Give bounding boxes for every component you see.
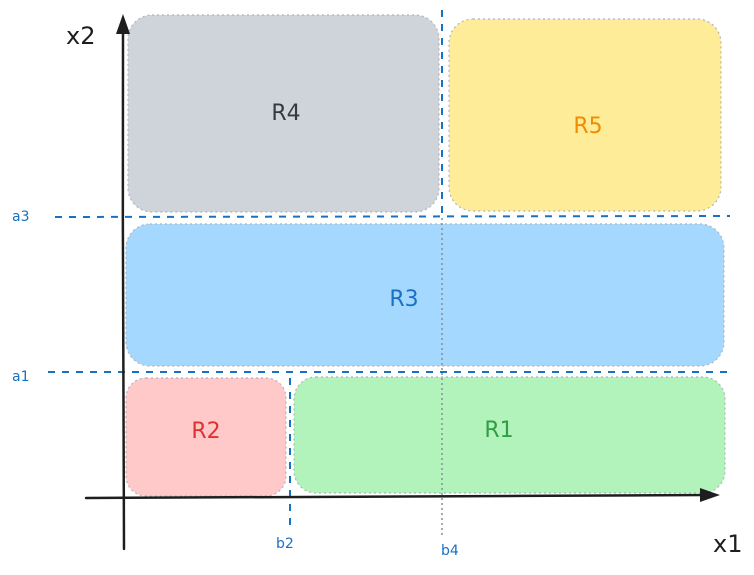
region-r5: R5: [448, 18, 722, 212]
y-axis-arrowhead: [116, 14, 130, 34]
region-r5-label: R5: [573, 114, 602, 139]
y-axis-title: x2: [66, 22, 95, 50]
x-axis-title: x1: [713, 530, 742, 558]
region-r1: R1: [293, 376, 726, 494]
threshold-label-b4: b4: [441, 543, 459, 559]
threshold-label-a3: a3: [12, 209, 30, 225]
y-axis: [116, 14, 130, 551]
y-axis-line: [121, 26, 126, 551]
x-axis-arrowhead: [700, 488, 720, 502]
region-r1-box: [293, 376, 726, 494]
region-r4-label: R4: [271, 101, 300, 126]
region-r4-box: [127, 14, 440, 213]
region-r3-label: R3: [389, 287, 418, 312]
split-line-a3: [54, 215, 731, 218]
region-r3: R3: [125, 223, 725, 367]
region-r1-label: R1: [484, 418, 513, 443]
region-r5-box: [448, 18, 722, 212]
x-axis: [84, 488, 720, 502]
region-r2-box: [125, 377, 287, 497]
threshold-label-b2: b2: [276, 536, 294, 552]
region-r2-label: R2: [191, 419, 220, 444]
region-r3-box: [125, 223, 725, 367]
threshold-label-a1: a1: [12, 369, 30, 385]
x-axis-line: [84, 493, 708, 500]
region-r2: R2: [125, 377, 287, 497]
region-r4: R4: [127, 14, 440, 213]
